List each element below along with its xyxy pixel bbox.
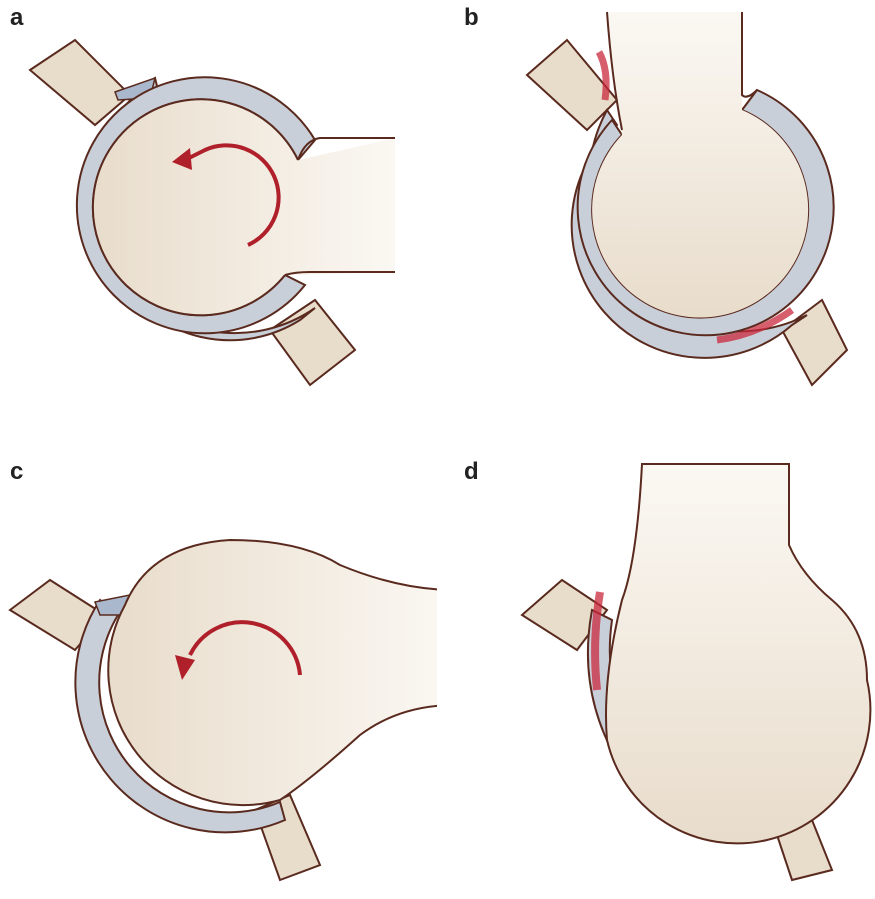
glenoid-bone-upper	[30, 40, 130, 125]
humeral-head	[606, 464, 870, 843]
panel-label-a: a	[10, 6, 23, 30]
panel-d-diagram	[437, 450, 875, 899]
glenoid-bone-lower	[270, 300, 355, 385]
panel-c: c	[0, 450, 437, 899]
panel-label-d: d	[464, 460, 479, 484]
panel-b: b	[437, 0, 875, 449]
humeral-head	[108, 540, 437, 805]
humeral-head	[592, 12, 808, 318]
panel-label-c: c	[10, 460, 23, 484]
panel-a-diagram	[0, 0, 437, 449]
panel-a: a	[0, 0, 437, 449]
humeral-outline-right	[742, 12, 757, 97]
panel-d: d	[437, 450, 875, 899]
humeral-head	[93, 99, 395, 315]
panel-c-diagram	[0, 450, 437, 899]
panel-b-diagram	[437, 0, 875, 449]
panel-label-b: b	[464, 6, 479, 30]
